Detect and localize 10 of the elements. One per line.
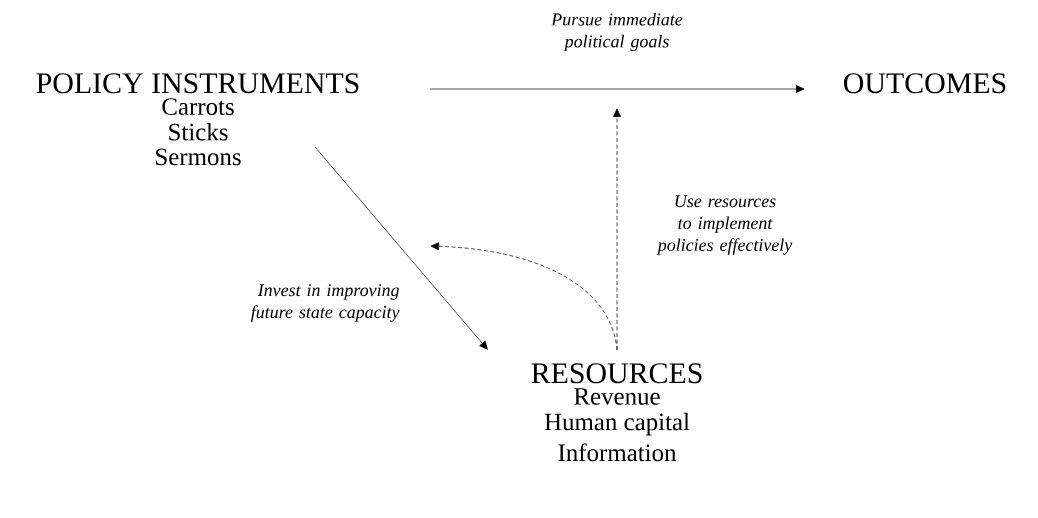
arrow xyxy=(613,108,621,351)
arrow xyxy=(429,85,805,93)
concept-label: RESOURCES Revenue Human capital Information xyxy=(531,363,702,462)
concept-label: OUTCOMES xyxy=(844,73,1006,94)
edge-label: Invest in improving future state capacity xyxy=(251,284,400,322)
edge-label: Use resources to implement policies effectively xyxy=(656,195,793,255)
concept-label: POLICY INSTRUMENTS Carrots Sticks Sermons xyxy=(36,73,359,166)
arrow xyxy=(430,242,618,351)
edge-label: Pursue immediate political goals xyxy=(551,12,683,52)
arrow xyxy=(314,146,488,350)
